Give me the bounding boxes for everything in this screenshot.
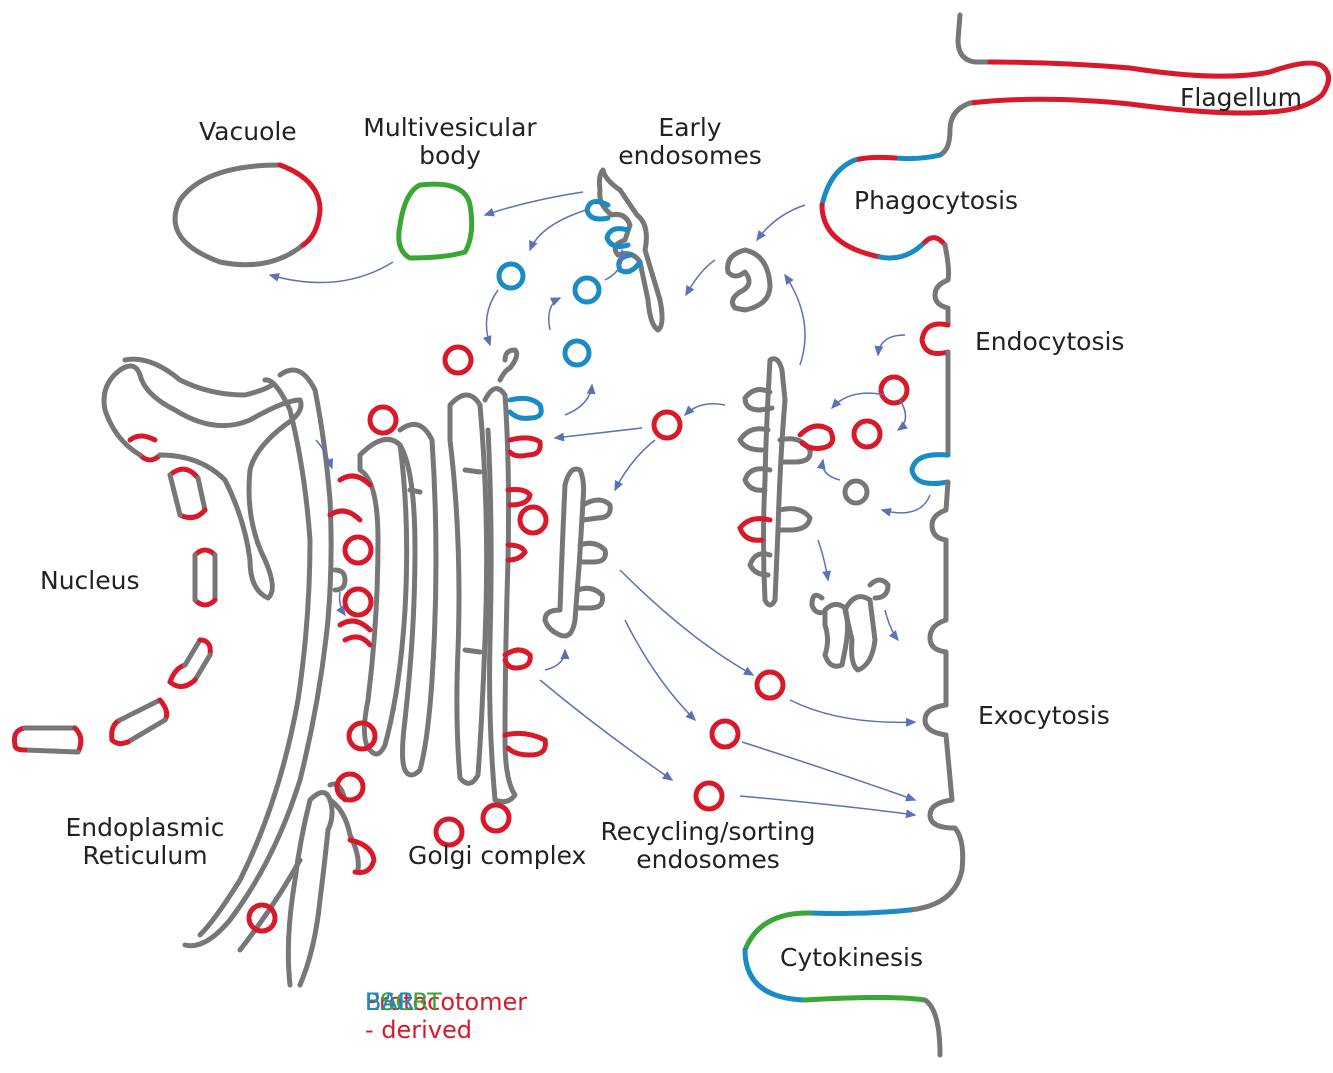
label-exocytosis: Exocytosis bbox=[978, 702, 1110, 730]
label-cytokinesis: Cytokinesis bbox=[780, 944, 923, 972]
vacuole bbox=[175, 165, 320, 265]
label-early-line2: endosomes bbox=[615, 142, 765, 170]
label-mvb-line2: body bbox=[350, 142, 550, 170]
label-multivesicular-body: Multivesicular body bbox=[350, 114, 550, 170]
legend-bar: BAR bbox=[365, 988, 415, 1016]
label-endocytosis: Endocytosis bbox=[975, 328, 1124, 356]
label-early-line1: Early bbox=[615, 114, 765, 142]
bar-vesicle bbox=[565, 341, 589, 365]
label-recycling-line2: endosomes bbox=[598, 846, 818, 874]
phagosome bbox=[728, 250, 770, 310]
label-er-line1: Endoplasmic bbox=[55, 814, 235, 842]
sorting-endosome-right bbox=[740, 359, 888, 670]
early-endosome bbox=[587, 170, 662, 330]
label-flagellum: Flagellum bbox=[1180, 84, 1302, 112]
label-recycling-line1: Recycling/sorting bbox=[598, 818, 818, 846]
label-endoplasmic-reticulum: Endoplasmic Reticulum bbox=[55, 814, 235, 870]
endoplasmic-reticulum bbox=[104, 359, 374, 985]
label-early-endosomes: Early endosomes bbox=[615, 114, 765, 170]
recycling-endosome bbox=[545, 469, 610, 636]
label-nucleus: Nucleus bbox=[40, 567, 140, 595]
golgi-complex bbox=[330, 350, 545, 802]
plasma-membrane bbox=[745, 15, 1329, 1055]
label-mvb-line1: Multivesicular bbox=[350, 114, 550, 142]
label-phagocytosis: Phagocytosis bbox=[854, 187, 1018, 215]
multivesicular-body bbox=[399, 184, 472, 258]
bar-vesicle bbox=[499, 264, 523, 288]
bar-vesicle bbox=[575, 278, 599, 302]
label-vacuole: Vacuole bbox=[199, 118, 297, 146]
label-golgi-complex: Golgi complex bbox=[408, 842, 586, 870]
label-recycling-endosomes: Recycling/sorting endosomes bbox=[598, 818, 818, 874]
label-er-line2: Reticulum bbox=[55, 842, 235, 870]
